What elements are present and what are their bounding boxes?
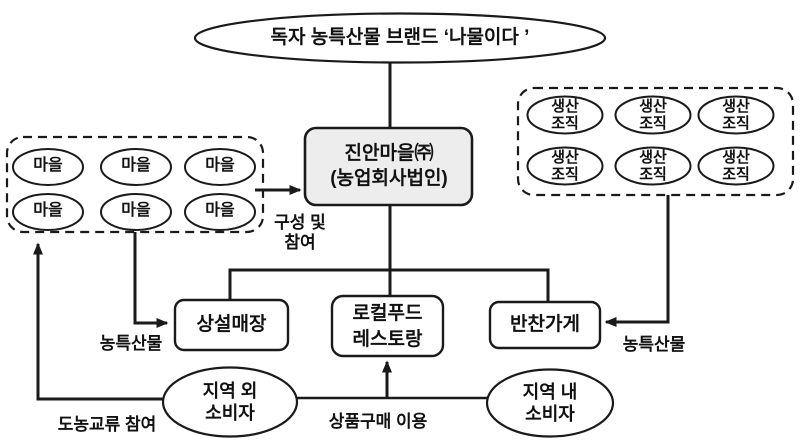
producer-ellipse	[614, 146, 692, 186]
village-label: 마을	[121, 202, 151, 219]
village-ellipse	[12, 193, 84, 231]
village-label: 마을	[205, 157, 235, 174]
producer-ellipse	[697, 146, 775, 186]
consumer-inside-ellipse	[485, 368, 615, 438]
village-ellipse	[100, 148, 172, 186]
purchase-use-label: 상품구매 이용	[328, 412, 428, 431]
restaurant-box	[330, 294, 445, 358]
farm-products-left-label: 농특산물	[99, 334, 163, 353]
producer-cluster-box	[516, 86, 795, 197]
producer-ellipse	[697, 95, 775, 135]
store-box	[173, 298, 290, 352]
village-label: 마을	[205, 202, 235, 219]
store-label: 상설매장	[196, 314, 267, 335]
village-ellipse	[100, 193, 172, 231]
sidedish-label: 반찬가게	[510, 314, 580, 335]
village-ellipse	[184, 148, 256, 186]
restaurant-label: 로컬푸드 레스토랑	[352, 303, 423, 350]
farm-products-right-label: 농특산물	[622, 335, 686, 354]
company-label: 진안마을㈜ (농업회사법인)	[306, 141, 472, 191]
consumer-outside-ellipse	[161, 366, 299, 438]
producer-ellipse	[526, 146, 604, 186]
exchange-participation-label: 도농교류 참여	[57, 415, 157, 434]
right-supply-arrow	[604, 195, 670, 327]
composition-edge-label: 구성 및 참여	[274, 213, 326, 252]
consumer-outside-label: 지역 외 소비자	[202, 381, 258, 423]
company-type: (농업회사법인)	[330, 168, 448, 189]
left-supply-arrow	[133, 232, 169, 328]
producer-ellipse	[614, 95, 692, 135]
exchange-return-arrow	[33, 242, 163, 401]
village-cluster-box	[5, 135, 265, 234]
village-ellipse	[184, 193, 256, 231]
company-name: 진안마을㈜	[344, 143, 434, 164]
brand-label: 독자 농특산물 브랜드 ‘나물이다 ’	[270, 27, 530, 48]
sidedish-box	[488, 300, 602, 350]
consumer-inside-label: 지역 내 소비자	[522, 382, 578, 424]
village-label: 마을	[33, 202, 63, 219]
brand-ellipse	[193, 12, 607, 64]
village-label: 마을	[121, 157, 151, 174]
village-ellipse	[12, 148, 84, 186]
company-box	[303, 126, 474, 207]
village-label: 마을	[33, 157, 63, 174]
producer-ellipse	[526, 95, 604, 135]
